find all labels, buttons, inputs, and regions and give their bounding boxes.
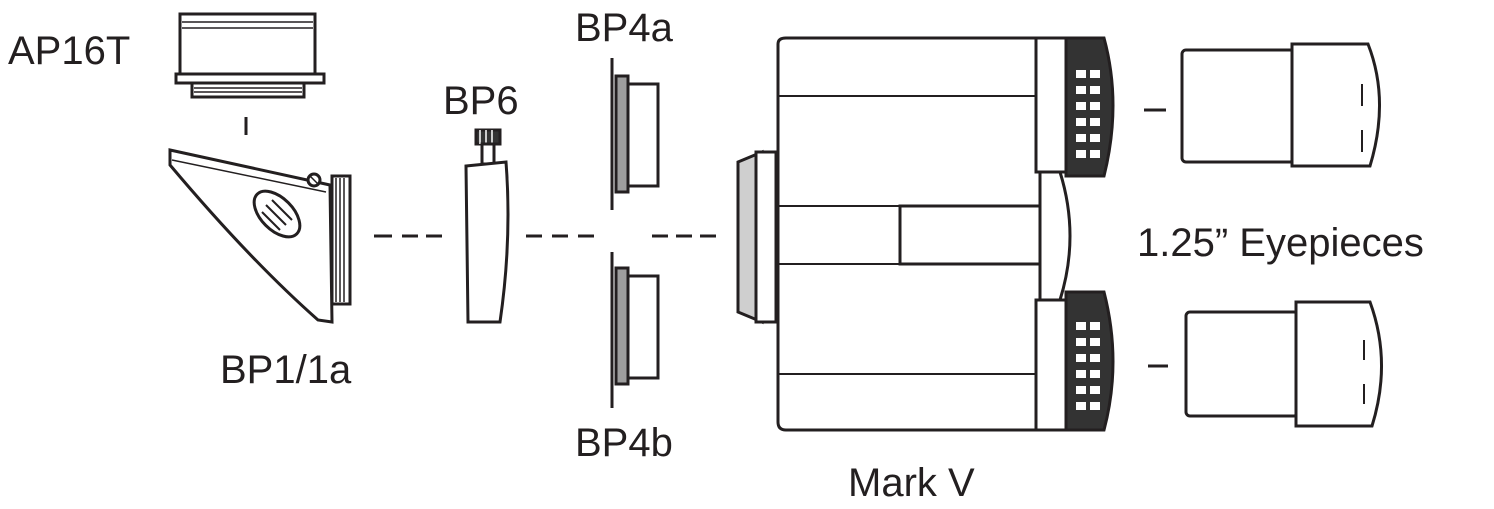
label-markv: Mark V	[848, 461, 975, 504]
lower-focus-knurl	[1064, 290, 1115, 432]
upper-eyepiece	[1180, 42, 1381, 168]
label-bp4a: BP4a	[575, 6, 674, 50]
bp4a-component	[610, 58, 660, 210]
label-bp4b: BP4b	[575, 421, 673, 465]
label-eyepieces: 1.25” Eyepieces	[1137, 221, 1424, 265]
upper-focus-knurl	[1064, 36, 1115, 178]
bp1-diagonal	[168, 148, 352, 324]
lower-eyepiece	[1184, 300, 1383, 428]
label-ap16t: AP16T	[8, 29, 130, 73]
bp4b-component	[610, 252, 660, 408]
label-bp6: BP6	[443, 79, 519, 123]
bp6-component	[464, 128, 510, 324]
ap16t-adapter	[174, 12, 326, 99]
bp1-knob	[252, 189, 302, 239]
markv-binoviewer	[736, 36, 1072, 432]
label-bp1: BP1/1a	[220, 348, 352, 392]
